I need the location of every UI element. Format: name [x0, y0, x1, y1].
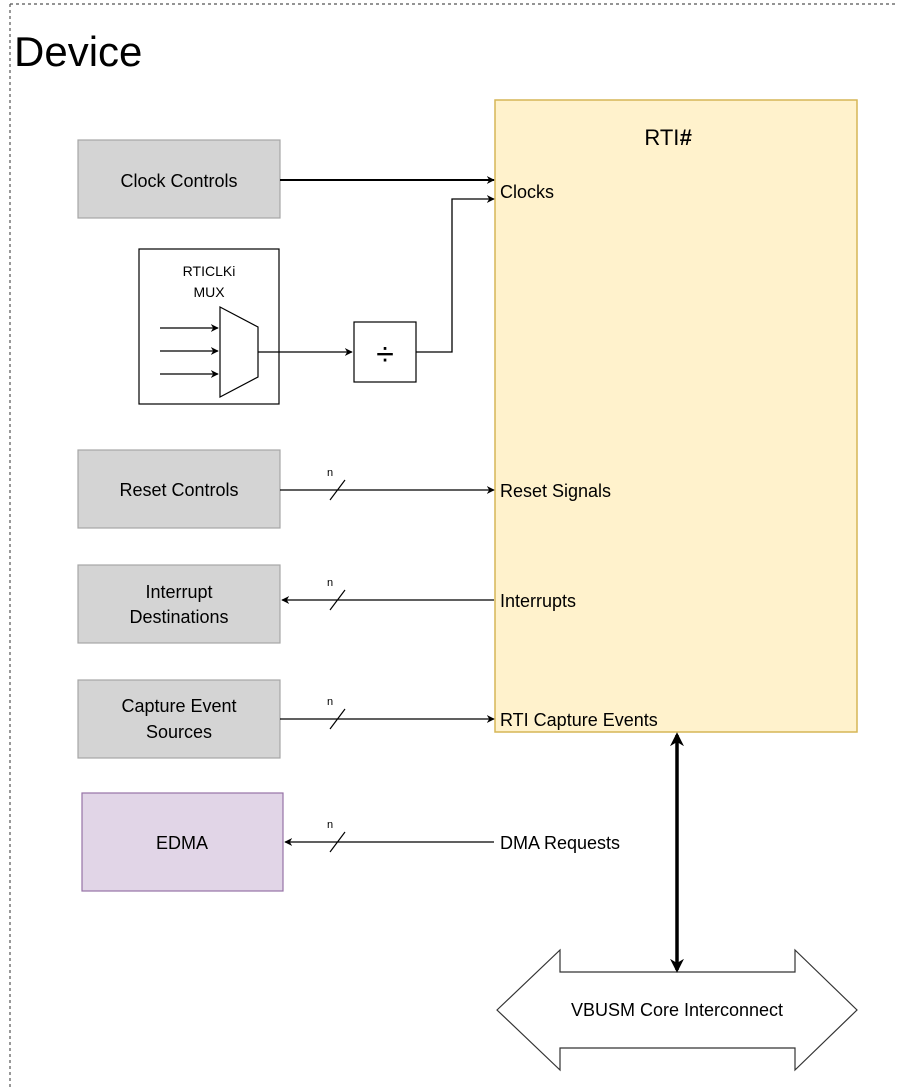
interrupt-bus-width: n	[327, 577, 333, 589]
port-capture-events: RTI Capture Events	[500, 710, 658, 730]
reset-controls-block: Reset Controls	[77, 449, 281, 529]
capture-event-sources-block: Capture Event Sources	[77, 679, 281, 759]
vbusm-interconnect-label: VBUSM Core Interconnect	[571, 1000, 783, 1020]
capture-bus-slash	[329, 708, 346, 730]
reset-bus-slash	[329, 479, 346, 501]
vbusm-interconnect: VBUSM Core Interconnect	[496, 948, 858, 1072]
port-dma-requests: DMA Requests	[500, 833, 620, 853]
dma-bus-slash	[329, 831, 346, 853]
capture-event-sources-line1: Capture Event	[121, 696, 236, 716]
mux-label-line1: RTICLKi	[183, 263, 236, 279]
rticlki-mux-block: RTICLKi MUX	[138, 248, 280, 405]
capture-bus-width: n	[327, 696, 333, 708]
dma-bus-width: n	[327, 819, 333, 831]
interrupt-bus-slash	[329, 589, 346, 611]
capture-event-sources-line2: Sources	[146, 722, 212, 742]
interrupt-destinations-line1: Interrupt	[145, 582, 212, 602]
rti-title: RTI#	[644, 125, 692, 150]
edma-block: EDMA	[81, 792, 284, 892]
connections: n n n n	[258, 176, 684, 973]
divider-block: ÷	[353, 321, 417, 383]
mux-trapezoid-icon	[219, 306, 259, 398]
divide-icon: ÷	[376, 336, 394, 372]
port-clocks: Clocks	[500, 182, 554, 202]
port-interrupts: Interrupts	[500, 591, 576, 611]
device-title: Device	[14, 28, 142, 75]
edma-label: EDMA	[156, 833, 208, 853]
reset-bus-width: n	[327, 467, 333, 479]
interrupt-destinations-line2: Destinations	[129, 607, 228, 627]
reset-controls-label: Reset Controls	[119, 480, 238, 500]
mux-label-line2: MUX	[193, 284, 225, 300]
clock-controls-block: Clock Controls	[77, 139, 281, 219]
divider-to-clocks-arrow	[416, 195, 495, 353]
interrupt-destinations-block: Interrupt Destinations	[77, 564, 281, 644]
clock-controls-label: Clock Controls	[120, 171, 237, 191]
device-container: Device	[9, 3, 897, 1087]
rti-block: RTI# Clocks Reset Signals Interrupts RTI…	[494, 99, 858, 853]
port-reset-signals: Reset Signals	[500, 481, 611, 501]
